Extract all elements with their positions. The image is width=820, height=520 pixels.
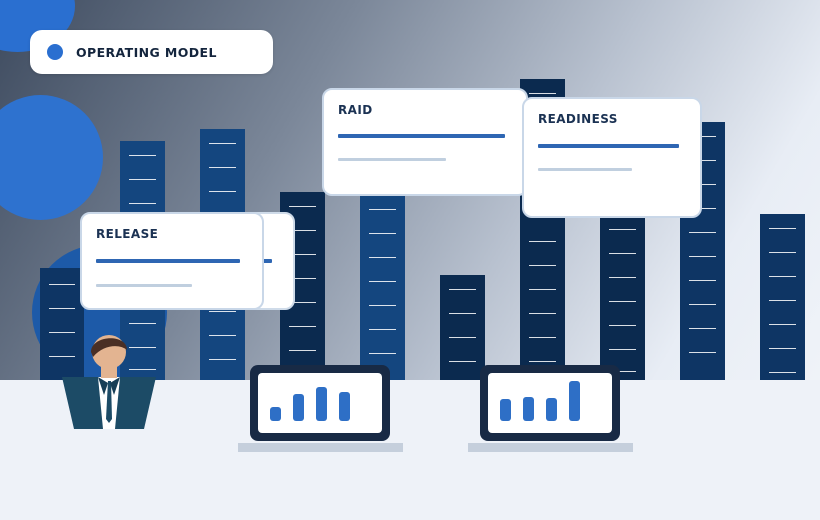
person-icon bbox=[62, 335, 156, 429]
raid-card-line-secondary bbox=[338, 158, 446, 161]
laptop-chart-bar bbox=[500, 399, 511, 421]
laptop-chart-bar bbox=[569, 381, 580, 421]
decor-circle-left bbox=[0, 95, 103, 220]
status-dot-icon bbox=[47, 44, 63, 60]
badge-label: OPERATING MODEL bbox=[76, 45, 217, 60]
release-card-line-secondary bbox=[96, 284, 192, 287]
release-card-line-primary bbox=[96, 259, 240, 263]
operating-model-badge: OPERATING MODEL bbox=[30, 30, 273, 74]
laptop-right-base bbox=[468, 443, 633, 452]
laptop-chart-bar bbox=[270, 407, 281, 421]
tower-9 bbox=[680, 122, 725, 380]
release-card: RELEASE bbox=[80, 212, 264, 310]
readiness-card-line-primary bbox=[538, 144, 679, 148]
readiness-card-title: READINESS bbox=[538, 112, 618, 126]
tower-1 bbox=[40, 268, 84, 380]
laptop-chart-bar bbox=[316, 387, 327, 421]
person-illustration bbox=[60, 325, 160, 430]
raid-card-title: RAID bbox=[338, 103, 373, 117]
laptop-chart-bar bbox=[293, 394, 304, 421]
laptop-chart-bar bbox=[523, 397, 534, 421]
raid-card: RAID bbox=[322, 88, 528, 196]
laptop-chart-bar bbox=[339, 392, 350, 421]
tower-8 bbox=[600, 205, 645, 380]
tower-6 bbox=[440, 275, 485, 380]
readiness-card: READINESS bbox=[522, 97, 702, 218]
tower-10 bbox=[760, 214, 805, 380]
laptop-left-base bbox=[238, 443, 403, 452]
readiness-card-line-secondary bbox=[538, 168, 632, 171]
laptop-right-screen bbox=[488, 373, 612, 433]
tower-5 bbox=[360, 195, 405, 380]
laptop-left-screen bbox=[258, 373, 382, 433]
laptop-chart-bar bbox=[546, 398, 557, 421]
release-card-title: RELEASE bbox=[96, 227, 159, 241]
raid-card-line-primary bbox=[338, 134, 505, 138]
